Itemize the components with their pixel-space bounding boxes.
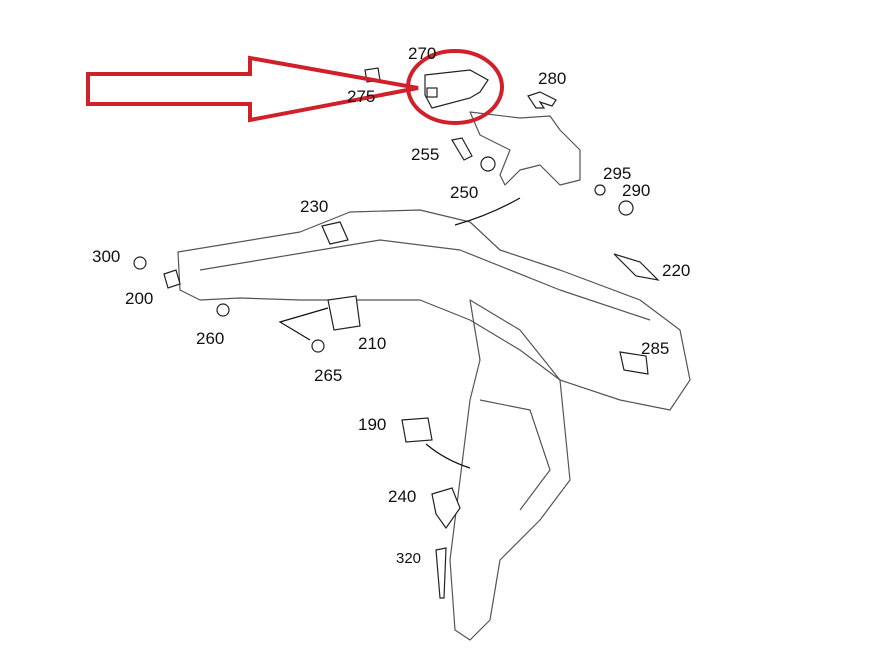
label-200: 200: [125, 289, 154, 308]
label-230: 230: [300, 197, 329, 216]
label-220: 220: [662, 261, 691, 280]
label-295: 295: [603, 164, 632, 183]
upper-bracket: [469, 111, 581, 186]
crossmember: [177, 209, 691, 411]
label-270: 270: [408, 44, 437, 63]
arrow-190: [425, 443, 471, 469]
column: [449, 299, 571, 641]
label-280: 280: [538, 69, 567, 88]
label-250: 250: [450, 183, 479, 202]
label-275: 275: [347, 87, 376, 106]
label-265: 265: [314, 366, 343, 385]
arrow-250: [454, 197, 521, 226]
red-highlight-arrow: [86, 55, 419, 123]
part-255-shape: [451, 137, 473, 161]
label-210: 210: [358, 334, 387, 353]
label-285: 285: [641, 339, 670, 358]
part-270-shape: [424, 69, 489, 109]
label-240: 240: [388, 487, 417, 506]
label-190: 190: [358, 415, 387, 434]
leader-210: [278, 307, 329, 341]
label-260: 260: [196, 329, 225, 348]
label-290: 290: [622, 181, 651, 200]
label-300: 300: [92, 247, 121, 266]
red-highlight-circle: [406, 49, 504, 125]
part-280-shape: [527, 91, 557, 109]
label-255: 255: [411, 145, 440, 164]
label-320: 320: [396, 550, 422, 567]
